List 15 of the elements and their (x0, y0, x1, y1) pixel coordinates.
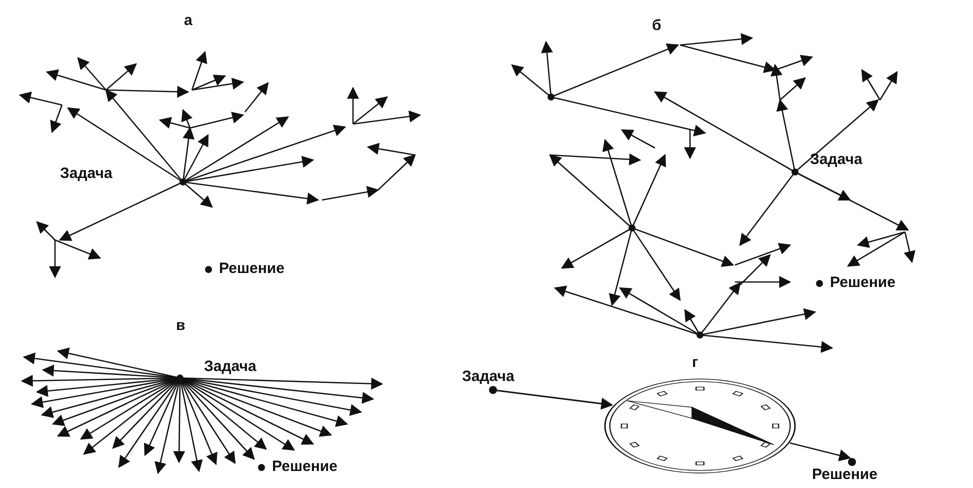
solution-label: Решение (205, 260, 284, 278)
panel-letter: б (652, 17, 662, 35)
arrow (790, 442, 852, 462)
problem-label: Задача (810, 151, 862, 169)
solution-label: Решение (258, 458, 338, 476)
compass-dial (603, 378, 797, 474)
panel-letter: в (176, 317, 186, 335)
problem-label: Задача (462, 368, 514, 390)
solution-label: Решение (812, 458, 878, 484)
problem-label: Задача (60, 165, 112, 183)
problem-label: Задача (204, 358, 256, 376)
solution-label: Решение (816, 274, 896, 292)
arrow (489, 386, 614, 410)
panel-letter: г (692, 354, 698, 372)
panel-letter: а (184, 12, 192, 30)
